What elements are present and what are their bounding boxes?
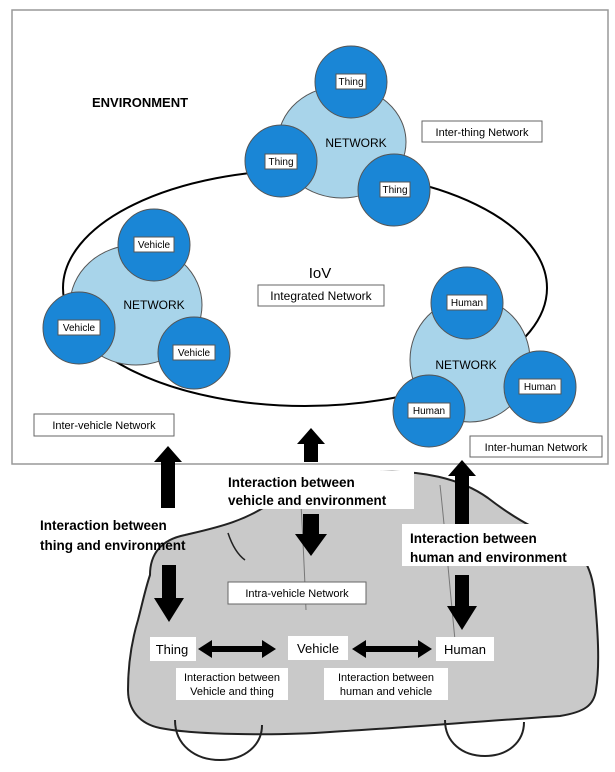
integrated-network-box bbox=[257, 284, 385, 307]
thing-node-3-label: Thing bbox=[382, 185, 407, 196]
car-thing-box bbox=[150, 637, 196, 661]
vehicle-thing-interaction-box bbox=[176, 668, 288, 700]
integrated-network-label: Integrated Network bbox=[270, 289, 372, 303]
human-env-arrow-down bbox=[447, 575, 477, 630]
iov-label: IoV bbox=[309, 265, 332, 282]
thing-env-arrow-up bbox=[154, 446, 182, 508]
human-env-interaction-line1: Interaction between bbox=[410, 531, 537, 546]
human-node-1-label: Human bbox=[451, 298, 483, 309]
vehicle-thing-interaction-line1: Interaction between bbox=[184, 672, 280, 684]
human-vehicle-interaction-line2: human and vehicle bbox=[340, 686, 432, 698]
human-cluster: NETWORK Human Human Human Inter-human Ne… bbox=[392, 266, 603, 458]
inter-vehicle-network-label: Inter-vehicle Network bbox=[52, 420, 156, 432]
vehicle-node-2-label: Vehicle bbox=[63, 323, 96, 334]
inter-thing-network-box bbox=[421, 120, 543, 143]
human-network-label: NETWORK bbox=[435, 358, 496, 372]
human-vehicle-interaction-box bbox=[324, 668, 448, 700]
human-node-2-label: Human bbox=[413, 406, 445, 417]
intra-vehicle-network-label: Intra-vehicle Network bbox=[245, 588, 349, 600]
thing-node-2-label: Thing bbox=[268, 157, 293, 168]
inter-human-network-label: Inter-human Network bbox=[485, 442, 588, 454]
car-human-label: Human bbox=[444, 642, 486, 657]
vehicle-thing-interaction-line2: Vehicle and thing bbox=[190, 686, 274, 698]
human-env-interaction-line2: human and environment bbox=[410, 550, 567, 565]
thing-vehicle-double-arrow bbox=[198, 640, 276, 658]
vehicle-cluster: NETWORK Vehicle Vehicle Vehicle Inter-ve… bbox=[33, 208, 231, 437]
vehicle-env-interaction-bg bbox=[222, 471, 414, 509]
inter-human-network-box bbox=[469, 435, 603, 458]
thing-network-label: NETWORK bbox=[325, 136, 386, 150]
vehicle-node-1-label: Vehicle bbox=[138, 240, 171, 251]
thing-env-arrow-down bbox=[154, 565, 184, 622]
car-human-box bbox=[436, 637, 494, 661]
vehicle-env-arrow-up bbox=[297, 428, 325, 462]
thing-node-1-label: Thing bbox=[338, 77, 363, 88]
environment-label: ENVIRONMENT bbox=[92, 95, 188, 110]
intra-vehicle-network-box bbox=[227, 581, 367, 605]
inter-thing-network-label: Inter-thing Network bbox=[436, 127, 529, 139]
thing-env-interaction-line2: thing and environment bbox=[40, 538, 186, 553]
thing-cluster: NETWORK Thing Thing Thing Inter-thing Ne… bbox=[244, 45, 543, 227]
thing-env-interaction-line1: Interaction between bbox=[40, 518, 167, 533]
car-thing-label: Thing bbox=[156, 642, 189, 657]
car-vehicle-label: Vehicle bbox=[297, 641, 339, 656]
vehicle-env-arrow-down bbox=[295, 514, 327, 556]
human-vehicle-interaction-line1: Interaction between bbox=[338, 672, 434, 684]
human-node-3-label: Human bbox=[524, 382, 556, 393]
vehicle-human-double-arrow bbox=[352, 640, 432, 658]
vehicle-node-3-label: Vehicle bbox=[178, 348, 211, 359]
car-silhouette bbox=[126, 470, 600, 762]
vehicle-network-label: NETWORK bbox=[123, 298, 184, 312]
vehicle-env-interaction-line2: vehicle and environment bbox=[228, 493, 387, 508]
car-vehicle-box bbox=[288, 636, 348, 660]
inter-vehicle-network-box bbox=[33, 413, 175, 437]
vehicle-env-interaction-line1: Interaction between bbox=[228, 475, 355, 490]
human-env-interaction-bg bbox=[402, 524, 602, 566]
human-env-arrow-up bbox=[448, 460, 476, 524]
